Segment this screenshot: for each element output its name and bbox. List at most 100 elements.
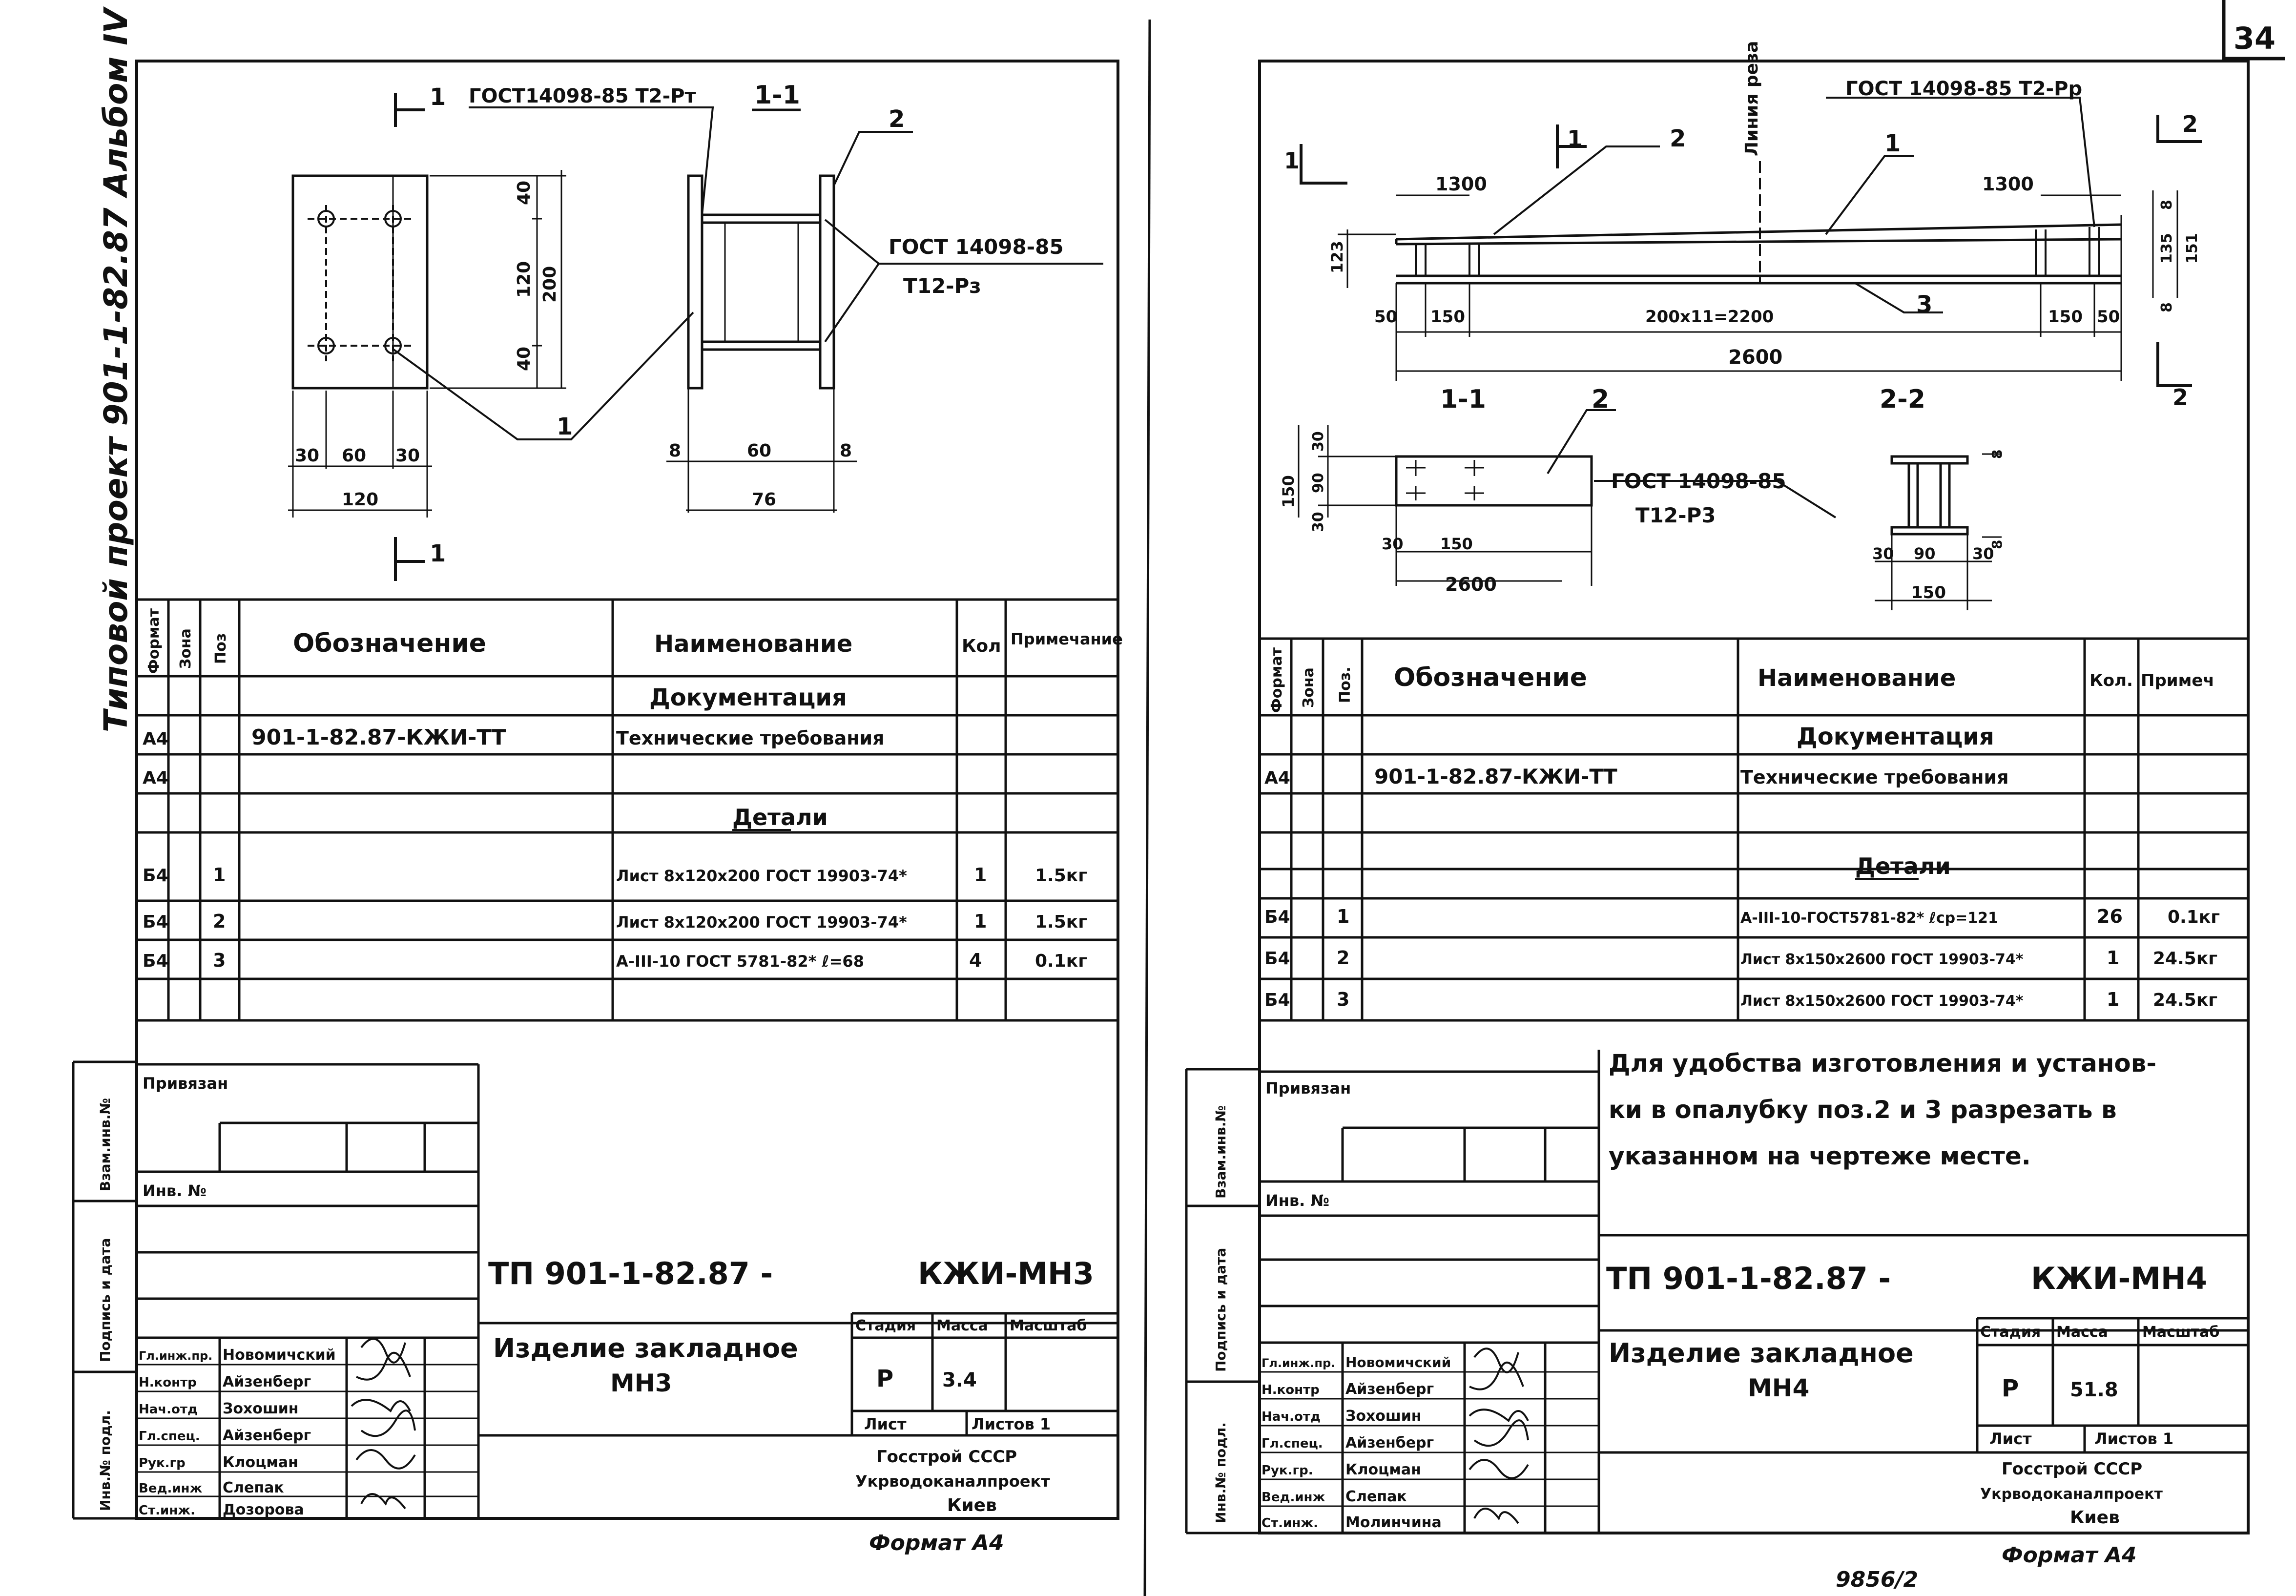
left-row4-note: 1.5кг: [1035, 912, 1087, 932]
side-title: Типовой проект 901-1-82.87 Альбом IV: [97, 6, 135, 732]
dim-s8a: 8: [669, 441, 681, 461]
right-details-heading: Детали: [1855, 853, 1951, 879]
right-spec-table: Формат Зона Поз. Обозначение Наименовани…: [1260, 637, 2248, 1022]
dim-t8b: 8: [1989, 540, 2005, 549]
left-mass: 3.4: [942, 1369, 977, 1391]
right-row4-pos: 2: [1337, 947, 1349, 969]
left-row1-name: Технические требования: [616, 727, 885, 749]
dim-h123: 123: [1328, 241, 1346, 273]
dim-s76: 76: [752, 490, 776, 510]
right-row4-format: Б4: [1264, 949, 1290, 969]
left-side-label-3: Инв.№ подл.: [97, 1410, 113, 1511]
right-view-2: 2-2: [1880, 385, 1925, 414]
right-pos-3: 3: [1916, 291, 1932, 318]
right-pos-2: 2: [1670, 125, 1686, 152]
left-role-5: Рук.гр: [139, 1456, 186, 1471]
left-role-1: Гл.инж.пр.: [139, 1349, 212, 1363]
left-section-mark-top: 1: [430, 83, 446, 111]
left-row1-format: А4: [143, 729, 168, 749]
right-row1-format: А4: [1264, 768, 1290, 788]
right-role-3: Нач.отд: [1262, 1409, 1321, 1424]
right-row5-name: Лист 8х150х2600 ГОСТ 19903-74*: [1740, 993, 2024, 1010]
right-item-name-2: МН4: [1748, 1374, 1809, 1402]
right-role-1: Гл.инж.пр.: [1262, 1356, 1335, 1370]
left-mark: КЖИ-МН3: [918, 1256, 1094, 1291]
left-name-6: Слепак: [223, 1479, 284, 1496]
right-sheets-label: Листов 1: [2094, 1430, 2173, 1448]
right-stage-label: Стадия: [1980, 1324, 2041, 1341]
right-hdr-designation: Обозначение: [1394, 663, 1587, 692]
right-row4-note: 24.5кг: [2153, 949, 2217, 969]
dim-d50a: 50: [1374, 307, 1397, 327]
dim-l1300a: 1300: [1435, 173, 1487, 195]
dim-t150: 150: [1911, 583, 1946, 602]
dim-s150: 150: [1279, 475, 1298, 508]
left-hdr-format: Формат: [145, 608, 163, 674]
right-gost-top: ГОСТ 14098-85 Т2-Рр: [1845, 78, 2082, 100]
dim-l1300b: 1300: [1982, 173, 2034, 195]
right-role-4: Гл.спец.: [1262, 1436, 1323, 1451]
left-pos-1: 1: [557, 413, 573, 440]
dim-d150a: 150: [1430, 307, 1465, 327]
page-number-box: 34: [2222, 0, 2285, 61]
left-gost-right-2: Т12-Рз: [903, 274, 981, 298]
left-role-3: Нач.отд: [139, 1402, 198, 1417]
left-row4-format: Б4: [143, 912, 168, 932]
left-row5-format: Б4: [143, 951, 168, 971]
right-item-name-1: Изделие закладное: [1609, 1338, 1914, 1368]
right-row3-pos: 1: [1337, 906, 1349, 927]
right-row1-designation: 901-1-82.87-КЖИ-ТТ: [1374, 765, 1617, 788]
left-row4-pos: 2: [213, 911, 226, 932]
right-doc-code: ТП 901-1-82.87 -: [1606, 1261, 1891, 1296]
left-row2-format: А4: [143, 768, 168, 788]
left-row5-name: A-III-10 ГОСТ 5781-82* ℓ=68: [616, 952, 864, 971]
left-name-5: Клоцман: [223, 1454, 298, 1471]
right-sheet-label: Лист: [1989, 1430, 2032, 1448]
left-row4-qty: 1: [974, 911, 987, 932]
right-pos-1: 1: [1884, 130, 1901, 157]
right-hdr-note: Примеч: [2141, 671, 2214, 690]
dim-s60: 60: [747, 441, 771, 461]
center-divider: [1143, 19, 1151, 1596]
dim-t90: 90: [1914, 544, 1936, 563]
right-frame: [1258, 60, 2250, 1534]
right-role-5: Рук.гр.: [1262, 1463, 1313, 1478]
right-row4-qty: 1: [2107, 947, 2119, 969]
dim-h40a: 40: [514, 181, 534, 205]
dim-w60: 60: [342, 446, 366, 466]
left-side-label-1: Взам.инв.№: [97, 1098, 113, 1191]
right-mark-2b: 2: [2172, 384, 2188, 411]
right-org-1: Госстрой СССР: [2002, 1459, 2142, 1479]
right-role-6: Вед.инж: [1262, 1490, 1325, 1505]
dim-d-mid: 200х11=2200: [1645, 307, 1774, 327]
right-row5-qty: 1: [2107, 989, 2119, 1010]
right-row3-qty: 26: [2097, 906, 2123, 927]
dim-t30a: 30: [1872, 544, 1894, 563]
left-hdr-designation: Обозначение: [293, 629, 486, 658]
dim-v151: 151: [2184, 233, 2201, 264]
left-stage: Р: [876, 1365, 893, 1392]
right-hdr-zone: Зона: [1300, 667, 1317, 708]
left-hdr-pos: Поз: [212, 633, 229, 664]
left-mass-label: Масса: [936, 1317, 988, 1334]
dim-v8b: 8: [2158, 302, 2175, 312]
right-mass-label: Масса: [2056, 1324, 2108, 1341]
left-row3-pos: 1: [213, 864, 226, 886]
left-name-3: Зохошин: [223, 1400, 299, 1417]
dim-d50b: 50: [2097, 307, 2120, 327]
left-org-1: Госстрой СССР: [876, 1447, 1017, 1467]
dim-d2600: 2600: [1728, 346, 1782, 369]
left-frame: [135, 60, 1119, 1520]
left-name-4: Айзенберг: [223, 1427, 311, 1444]
left-sheet: 1 1 ГОСТ14098-85 Т2-Рт 1-1 ГОСТ 14098-85…: [72, 60, 1123, 1555]
dim-s30c: 30: [1382, 535, 1404, 553]
left-role-6: Вед.инж: [139, 1481, 203, 1496]
left-drawing: [288, 93, 1103, 581]
right-sheet: Линия реза ГОСТ 14098-85 Т2-Рр ГОСТ 1409…: [1185, 41, 2250, 1568]
right-name-3: Зохошин: [1345, 1408, 1422, 1425]
left-row3-format: Б4: [143, 866, 168, 886]
left-sheet-label: Лист: [864, 1415, 907, 1433]
right-row4-name: Лист 8х150х2600 ГОСТ 19903-74*: [1740, 951, 2024, 968]
left-privyazan: Привязан: [143, 1074, 228, 1093]
right-title-block: Привязан Инв. № ТП 901-1-82.87 - КЖИ-МН4…: [1186, 1050, 2248, 1568]
